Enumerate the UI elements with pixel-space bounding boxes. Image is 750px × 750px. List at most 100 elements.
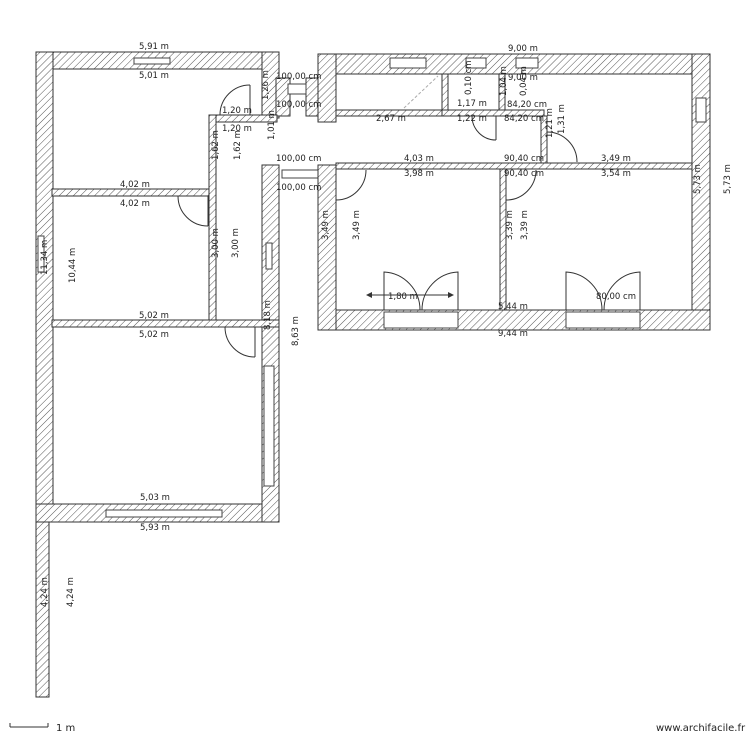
dim-label: 11,34 m [40,240,50,275]
door-arc-double-right-2 [603,271,641,311]
watermark: www.archifacile.fr [656,723,746,734]
dim-label: 4,02 m [120,199,150,209]
wall-stub-top [275,77,291,117]
arrowhead-right [448,292,454,298]
wall-right-bottom [317,309,711,331]
dim-label: 1,31 m [557,104,567,134]
dim-label: 2,67 m [376,114,406,124]
dim-label: 9,00 m [508,73,538,83]
dim-label: 8,63 m [291,316,301,346]
dim-label: 5,93 m [140,523,170,533]
wall-left-outer [35,51,54,523]
door-arc-wc [471,115,497,141]
wall-partition-2 [51,319,280,328]
dim-label: 5,91 m [139,42,169,52]
dim-label: 4,02 m [120,180,150,190]
dim-label: 4,24 m [40,577,50,607]
dim-label: 4,03 m [404,154,434,164]
dim-label: 84,20 cm [504,114,544,124]
dim-label: 5,73 m [723,164,733,194]
dim-label: 1,21 m [545,108,555,138]
dim-label: 8,18 m [263,300,273,330]
dim-label: 10,44 m [68,248,78,283]
dim-label: 5,02 m [139,330,169,340]
dim-label: 3,39 m [520,210,530,240]
door-arc-double-left-1 [383,271,421,311]
dim-label: 4,24 m [66,577,76,607]
dim-label: 1,17 m [457,99,487,109]
scale-bar: 1 m [9,723,75,734]
wall-left-extension [35,521,50,698]
dim-label: 3,00 m [231,228,241,258]
wall-right-top [317,53,711,75]
wall-partition-1 [51,188,210,197]
dim-label: 1,01 m [267,110,277,140]
dim-label: 100,00 cm [276,154,321,164]
dim-label: 90,40 cm [504,169,544,179]
door-arc-double-right-1 [565,271,603,311]
dim-label: 0,04 m [519,66,529,96]
dim-label: 0,10 cm [464,60,474,95]
wall-right-top-left [317,53,337,123]
dimension-labels: 5,91 m 5,01 m 100,00 cm 100,00 cm 1,20 m… [40,42,733,607]
stair-dash-1 [403,75,439,109]
dim-label: 80,00 cm [596,292,636,302]
wall-right-left-lower [317,164,337,331]
scale-label: 1 m [56,723,75,734]
dim-label: 3,39 m [505,210,515,240]
dim-label: 9,00 m [508,44,538,54]
window-right-top-1 [389,57,427,69]
dim-label: 3,00 m [211,228,221,258]
left-building [35,51,319,698]
dim-label: 1,62 m [211,130,221,160]
dim-label: 5,73 m [693,164,703,194]
window-left-side [37,235,45,273]
dim-label: 100,00 cm [276,100,321,110]
window-top-stub [287,83,307,95]
door-arc-double-left-2 [421,271,459,311]
door-arc-living [224,326,256,358]
dim-label: 1,20 m [222,124,252,134]
window-mid-stub [281,169,319,179]
dim-label: 9,44 m [498,329,528,339]
wall-right-room-divider [499,168,507,311]
arrowhead-left [366,292,372,298]
wall-stub-top-2 [305,77,319,117]
dim-label: 5,01 m [139,71,169,81]
door-arc-top [219,84,251,116]
window-right-bottom-2 [565,311,641,329]
door-arc-right-2 [505,169,537,201]
dim-label: 3,49 m [352,210,362,240]
dim-label: 5,02 m [139,311,169,321]
door-arc-right-1 [335,169,367,201]
dim-label: 1,26 m [261,70,271,100]
dim-label: 5,03 m [140,493,170,503]
wall-small-room-bottom [441,109,545,117]
window-right-bottom-1 [383,311,459,329]
door-arc-bedroom [177,195,209,227]
window-left-top [133,57,171,65]
door-arc-shower [546,131,578,163]
dim-label: 1,04 m [499,66,509,96]
dim-label: 5,44 m [498,302,528,312]
wall-shower-right [540,115,548,164]
window-right-top-3 [515,57,539,69]
window-right-side [695,97,707,123]
window-left-right-1 [265,242,273,270]
dim-label: 100,00 cm [276,72,321,82]
dim-label: 84,20 cm [507,100,547,110]
dim-label: 3,54 m [601,169,631,179]
wall-right-mid-horizontal [335,162,693,170]
window-left-right-2 [263,365,275,487]
dim-label: 3,98 m [404,169,434,179]
dim-label: 1,80 m [388,292,418,302]
dim-label: 3,49 m [321,210,331,240]
dim-label: 1,22 m [457,114,487,124]
dim-label: 90,40 cm [504,154,544,164]
dim-label: 1,20 m [222,106,252,116]
dim-label: 3,49 m [601,154,631,164]
dim-label: 100,00 cm [276,183,321,193]
dim-label: 1,62 m [233,130,243,160]
window-right-top-2 [465,57,487,69]
